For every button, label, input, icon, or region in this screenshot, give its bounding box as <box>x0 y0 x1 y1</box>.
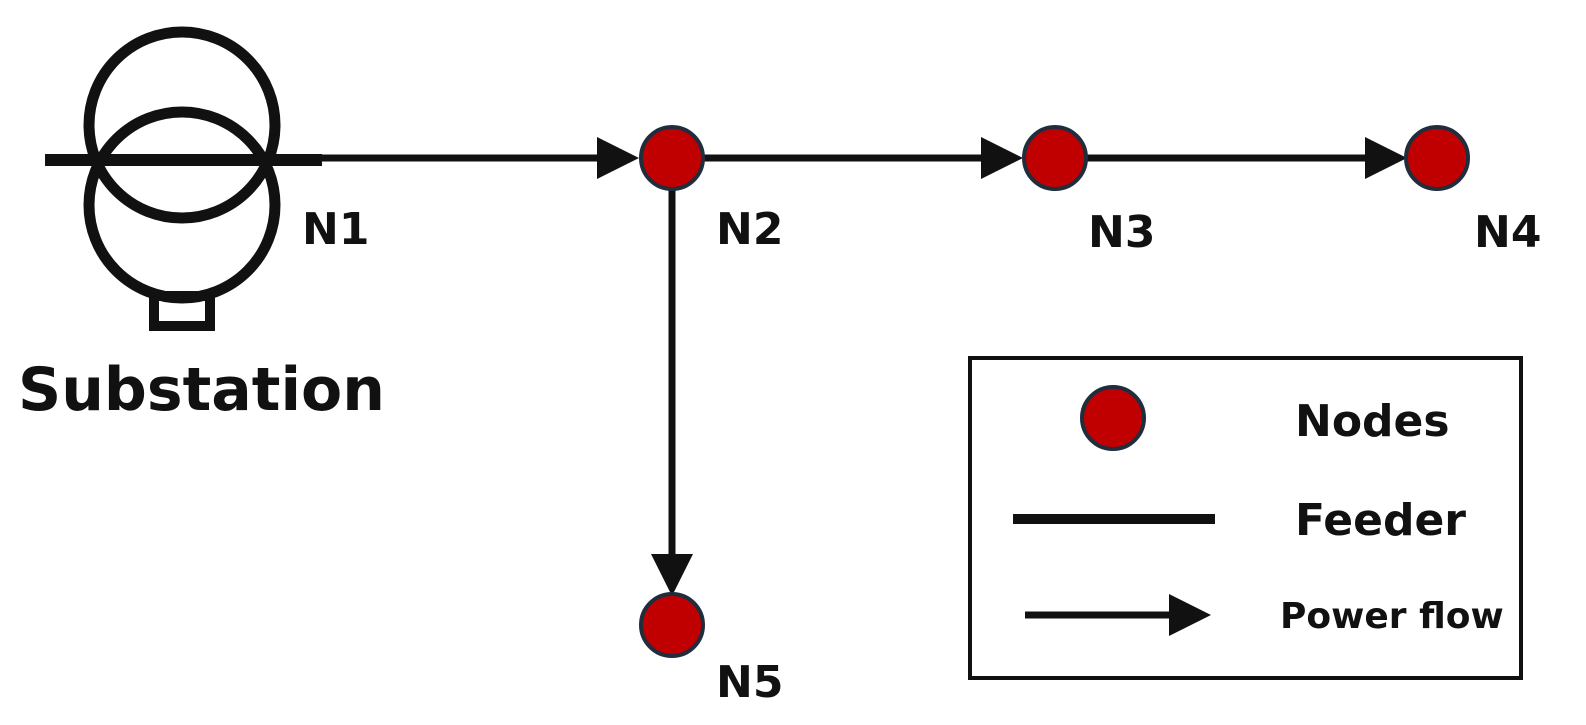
node-n4 <box>1404 125 1470 191</box>
feeder-lines <box>322 137 1407 596</box>
node-label-n5: N5 <box>716 657 783 708</box>
nodes <box>639 125 1470 658</box>
legend-node-swatch <box>1080 385 1146 451</box>
legend-feeder-label: Feeder <box>1295 495 1466 546</box>
legend: Nodes Feeder Power flow <box>968 356 1523 680</box>
node-n5 <box>639 592 705 658</box>
node-n3 <box>1022 125 1088 191</box>
node-label-n4: N4 <box>1474 207 1541 258</box>
node-label-n3: N3 <box>1088 207 1155 258</box>
legend-nodes-label: Nodes <box>1295 396 1450 447</box>
node-n2 <box>639 125 705 191</box>
legend-power-flow-label: Power flow <box>1280 596 1504 637</box>
node-label-n2: N2 <box>716 204 783 255</box>
substation-label: Substation <box>18 355 385 425</box>
substation-transformer-icon <box>45 26 322 331</box>
node-label-n1: N1 <box>302 204 369 255</box>
